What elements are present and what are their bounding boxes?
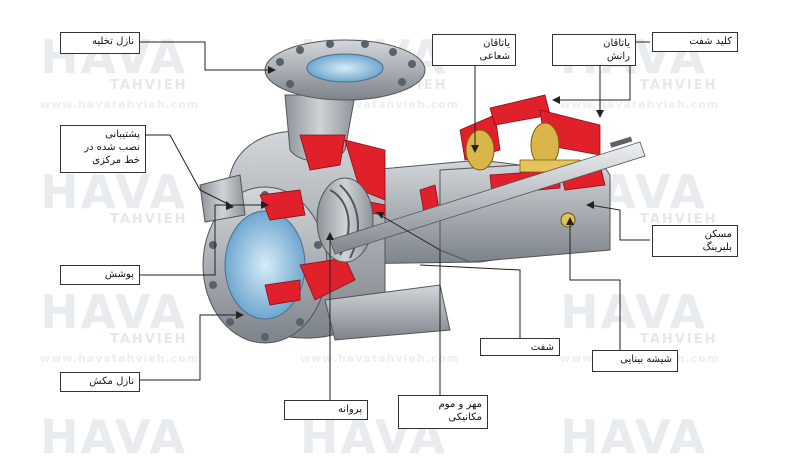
flange-bolt-holes [276,40,416,88]
shaft-key-part [609,136,633,148]
leader-lines [130,41,650,410]
watermark-sub: TAHVIEH [110,78,188,93]
watermark-logo: HAVA [40,165,188,219]
label-centerline-support: پشتیبانی نصب شده در خط مرکزی [60,125,146,173]
watermark-sub: TAHVIEH [110,332,188,347]
watermark-sub: TAHVIEH [640,78,718,93]
label-shaft-key: کلید شفت [652,32,738,52]
label-sight-glass: شیشه بینایی [592,350,678,372]
suction-opening [224,210,306,320]
label-impeller: پروانه [284,400,368,420]
label-thrust-bearing: یاتاقان رانش [552,34,636,66]
discharge-opening [306,53,384,83]
support-foot [199,174,246,223]
watermark-logo: HAVA [40,285,188,339]
label-bearing-housing: مسکن بلبرینگ [652,225,738,257]
watermark-url: www.havatahvieh.com [40,98,200,111]
pump-diagram: HAVA HAVA HAVA TAHVIEH TAHVIEH TAHVIEH w… [40,30,738,464]
watermark-logo: HAVA [560,285,708,339]
label-radial-bearing: یاتاقان شعاعی [432,34,516,66]
label-discharge-nozzle: نازل تخلیه [60,32,140,54]
label-suction-nozzle: نازل مکش [60,372,140,392]
label-casing: پوشش [60,265,140,285]
label-mechanical-seal: مهر و موم مکانیکی [398,395,488,429]
watermark-url: www.havatahvieh.com [300,352,460,365]
lower-casing [324,284,451,341]
watermark-sub: TAHVIEH [640,332,718,347]
leader-arrowheads [226,66,604,319]
shaft [329,141,646,255]
pump-cutaway-illustration [130,39,650,410]
label-shaft: شفت [480,338,560,356]
watermark-url: www.havatahvieh.com [40,352,200,365]
bearings [465,122,581,173]
watermark-sub: TAHVIEH [640,212,718,227]
watermark-sub: TAHVIEH [110,212,188,227]
